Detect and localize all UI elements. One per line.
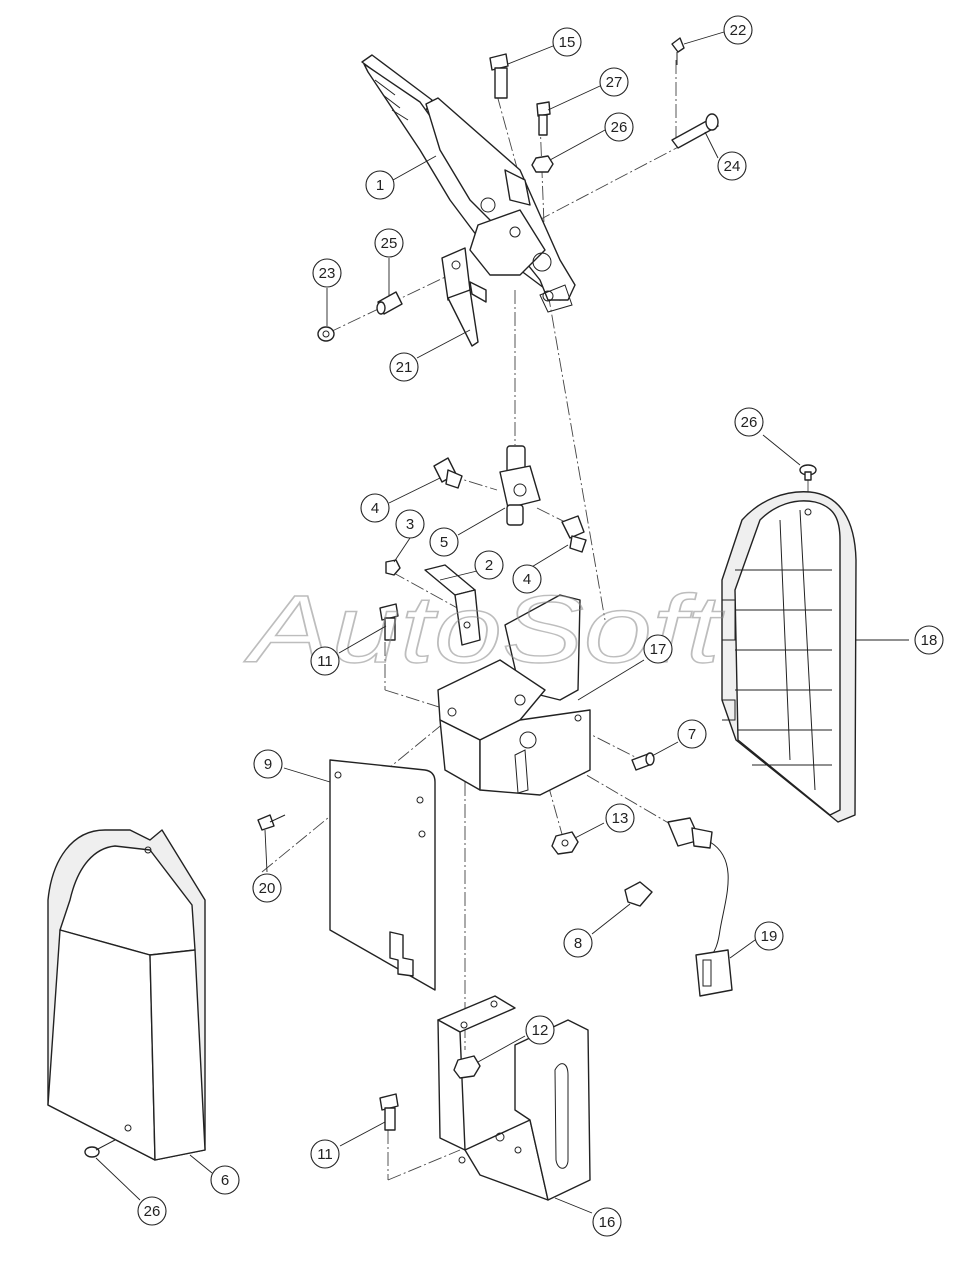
callout-12: 12 (525, 1015, 555, 1045)
svg-text:9: 9 (264, 756, 272, 773)
pressure-sensor-19 (667, 817, 733, 997)
nut-12 (453, 1055, 481, 1079)
nut-3 (385, 559, 401, 576)
svg-text:24: 24 (724, 158, 741, 175)
svg-text:12: 12 (532, 1022, 549, 1039)
callout-20: 20 (252, 873, 282, 903)
base-bracket-16 (437, 995, 591, 1201)
callout-9: 9 (253, 749, 283, 779)
callout-8: 8 (563, 928, 593, 958)
brake-valve-5 (499, 445, 541, 526)
plug-8 (624, 881, 653, 907)
callout-22: 22 (723, 15, 753, 45)
svg-text:6: 6 (221, 1172, 229, 1189)
callout-17: 17 (643, 634, 673, 664)
callout-3: 3 (395, 509, 425, 539)
svg-text:5: 5 (440, 534, 448, 551)
svg-text:15: 15 (559, 34, 576, 51)
callout-26-top: 26 (604, 112, 634, 142)
svg-text:27: 27 (606, 74, 623, 91)
callout-13: 13 (605, 803, 635, 833)
callout-11-upper: 11 (310, 646, 340, 676)
callout-24: 24 (717, 151, 747, 181)
callout-1: 1 (365, 170, 395, 200)
svg-text:13: 13 (612, 810, 629, 827)
callout-leaders (95, 31, 909, 1214)
svg-text:19: 19 (761, 928, 778, 945)
svg-text:16: 16 (599, 1214, 616, 1231)
bolt-27 (536, 101, 551, 136)
svg-text:25: 25 (381, 235, 398, 252)
hand-brake-lever (361, 54, 576, 313)
callout-23: 23 (312, 258, 342, 288)
callout-15: 15 (552, 27, 582, 57)
svg-text:26: 26 (611, 119, 628, 136)
callout-2: 2 (474, 550, 504, 580)
fitting-4-left (433, 457, 463, 489)
bolt-15 (489, 53, 509, 99)
callout-4-left: 4 (360, 493, 390, 523)
callout-26-cover18: 26 (734, 407, 764, 437)
svg-text:26: 26 (144, 1203, 161, 1220)
svg-text:23: 23 (319, 265, 336, 282)
svg-text:4: 4 (523, 571, 531, 588)
washer-23 (317, 326, 335, 342)
bracket-2 (424, 564, 481, 646)
cotter-pin-22 (671, 37, 685, 65)
svg-text:8: 8 (574, 935, 582, 952)
callout-16: 16 (592, 1207, 622, 1237)
screw-26-cover6 (84, 1139, 116, 1158)
assembly-centerlines (261, 60, 809, 1181)
svg-text:4: 4 (371, 500, 379, 517)
callout-19: 19 (754, 921, 784, 951)
bolt-11-upper (379, 603, 399, 641)
bracket-21 (441, 247, 487, 347)
svg-text:1: 1 (376, 177, 384, 194)
callout-26-cover6: 26 (137, 1196, 167, 1226)
callout-7: 7 (677, 719, 707, 749)
side-cover-6 (47, 829, 206, 1161)
screw-20 (257, 814, 286, 831)
cover-plate-9 (329, 759, 436, 991)
callout-21: 21 (389, 352, 419, 382)
svg-text:11: 11 (317, 1146, 333, 1163)
svg-text:18: 18 (921, 632, 938, 649)
svg-text:20: 20 (259, 880, 276, 897)
svg-text:17: 17 (650, 641, 667, 658)
fitting-4-right (561, 515, 587, 553)
screw-7 (631, 752, 655, 771)
svg-text:3: 3 (406, 516, 414, 533)
callout-4-right: 4 (512, 564, 542, 594)
svg-text:21: 21 (396, 359, 413, 376)
callout-25: 25 (374, 228, 404, 258)
callout-18: 18 (914, 625, 944, 655)
svg-text:22: 22 (730, 22, 747, 39)
callout-11-lower: 11 (310, 1139, 340, 1169)
callout-5: 5 (429, 527, 459, 557)
callout-6: 6 (210, 1165, 240, 1195)
bushing-25 (376, 291, 403, 315)
flange-nut-13 (551, 831, 579, 855)
pin-24 (671, 113, 719, 149)
svg-text:11: 11 (317, 653, 333, 670)
mounting-bracket-17 (437, 594, 591, 796)
svg-text:26: 26 (741, 414, 758, 431)
svg-text:7: 7 (688, 726, 696, 743)
nut-26 (531, 155, 554, 173)
bolt-11-lower (379, 1093, 399, 1131)
screw-26-cover18 (799, 464, 817, 481)
side-cover-18 (721, 491, 857, 823)
callout-27: 27 (599, 67, 629, 97)
svg-text:2: 2 (485, 557, 493, 574)
